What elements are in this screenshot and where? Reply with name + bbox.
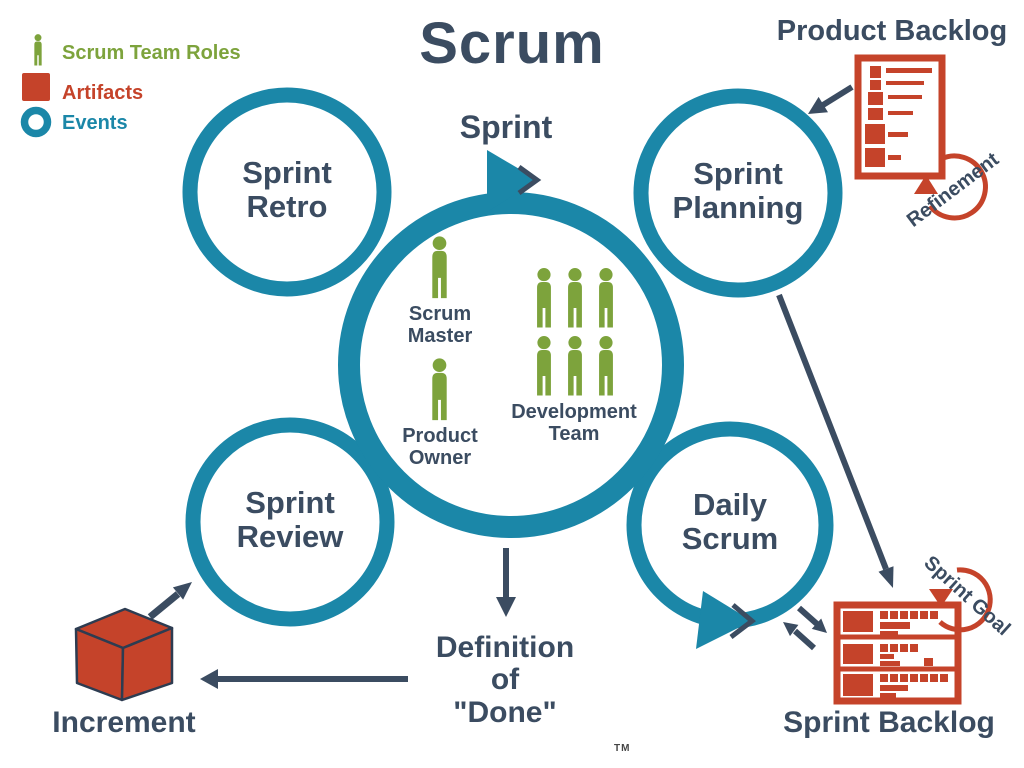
arrow-increment-to-sprint-review bbox=[147, 582, 192, 620]
person-icon bbox=[537, 336, 551, 396]
increment-label: Increment bbox=[52, 706, 196, 739]
artifact-square-icon bbox=[22, 73, 50, 101]
refinement-cycle-arrow-icon bbox=[914, 153, 988, 221]
person-icon bbox=[568, 336, 582, 396]
person-icon bbox=[537, 268, 551, 328]
person-icon bbox=[34, 34, 42, 66]
sprint-cycle-arrow-icon bbox=[487, 150, 538, 212]
product-owner-label: Product Owner bbox=[402, 425, 478, 469]
sprint-cycle-ring bbox=[338, 150, 684, 538]
definition-line-3: "Done" bbox=[453, 695, 557, 729]
development-team-label: Development Team bbox=[511, 401, 637, 445]
scrum-master-person-icon bbox=[432, 236, 447, 299]
trademark-symbol: TM bbox=[614, 743, 631, 754]
definition-line-2: of bbox=[490, 663, 520, 697]
event-circle-icon bbox=[20, 106, 52, 138]
sprint-cycle-arrow-tip-icon bbox=[517, 164, 542, 196]
arrow-sprint-planning-to-sprint-backlog bbox=[776, 293, 894, 588]
person-icon bbox=[599, 336, 613, 396]
sprint-label: Sprint bbox=[459, 109, 553, 145]
sprint-goal-cycle-arrow-icon bbox=[929, 567, 993, 633]
legend-events-label: Events bbox=[62, 112, 128, 134]
daily-scrum-circle bbox=[626, 421, 834, 649]
product-owner-person-icon bbox=[432, 358, 447, 421]
sprint-planning-label: Sprint Planning bbox=[672, 156, 804, 226]
daily-scrum-arrow-tip-icon bbox=[729, 603, 756, 639]
person-icon bbox=[599, 268, 613, 328]
arrow-sprint-to-definition-of-done bbox=[496, 548, 516, 617]
product-backlog-doc-icon bbox=[854, 54, 946, 180]
sprint-review-label: Sprint Review bbox=[236, 485, 344, 555]
legend-artifacts-label: Artifacts bbox=[62, 82, 144, 104]
sprint-backlog-label: Sprint Backlog bbox=[783, 706, 995, 739]
definition-of-done-label: Definition of "Done" bbox=[395, 631, 615, 729]
sprint-planning-circle bbox=[633, 88, 843, 298]
product-backlog-label: Product Backlog bbox=[776, 15, 1008, 47]
increment-cube-icon bbox=[74, 607, 174, 702]
scrum-master-label: Scrum Master bbox=[407, 303, 473, 347]
page-title: Scrum bbox=[419, 11, 605, 76]
definition-line-1: Definition bbox=[435, 631, 575, 664]
arrow-sprint-backlog-to-daily-scrum bbox=[783, 622, 817, 651]
sprint-retro-circle bbox=[182, 87, 392, 297]
legend-roles-label: Scrum Team Roles bbox=[62, 42, 241, 64]
arrow-definition-of-done-to-increment bbox=[200, 669, 408, 689]
arrow-daily-scrum-to-sprint-backlog bbox=[797, 605, 827, 633]
sprint-backlog-board-icon bbox=[833, 601, 962, 705]
sprint-retro-label: Sprint Retro bbox=[242, 155, 332, 225]
person-icon bbox=[568, 268, 582, 328]
daily-scrum-label: Daily Scrum bbox=[681, 487, 779, 557]
arrow-product-backlog-to-sprint-planning bbox=[808, 84, 854, 114]
sprint-review-circle bbox=[185, 417, 395, 627]
